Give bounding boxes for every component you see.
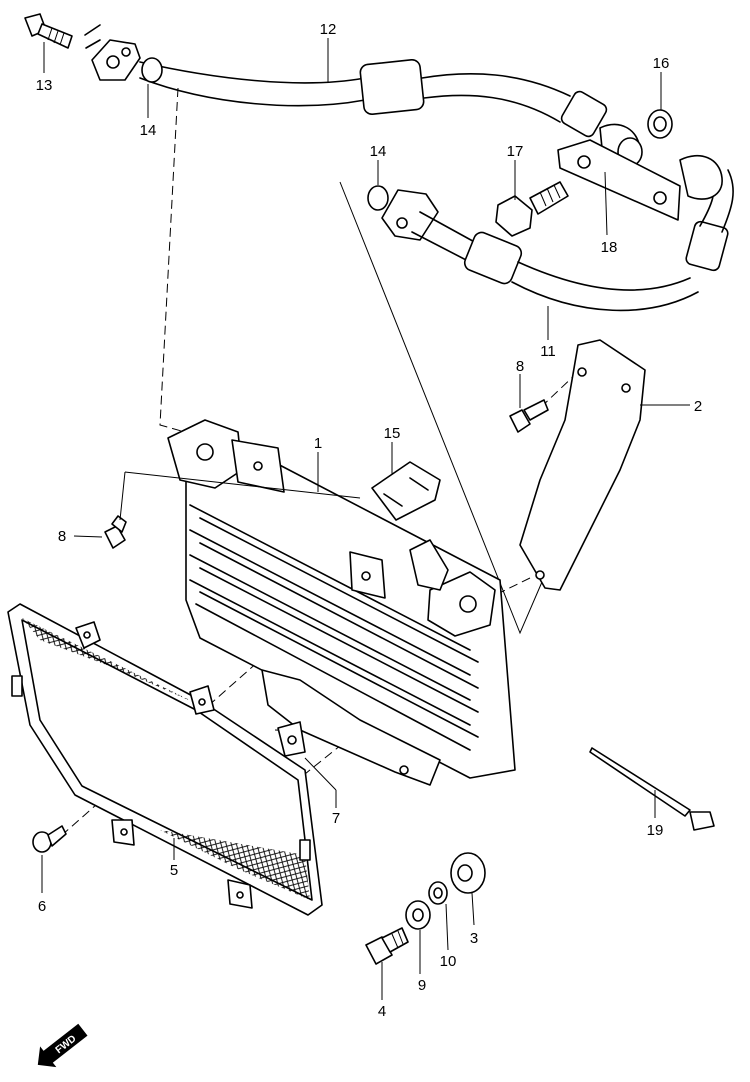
part-16-washer[interactable] <box>647 109 673 139</box>
part-8-bolt-lower[interactable] <box>104 515 127 549</box>
callout-13: 13 <box>36 77 53 94</box>
callout-15: 15 <box>384 425 401 442</box>
callout-14-upper: 14 <box>140 122 157 139</box>
callout-14-lower: 14 <box>370 143 387 160</box>
part-13-bolt[interactable] <box>24 13 73 49</box>
part-5-screen[interactable] <box>7 603 323 916</box>
callout-19: 19 <box>647 822 664 839</box>
part-10-collar[interactable] <box>428 881 448 905</box>
part-1-oil-cooler[interactable] <box>167 419 516 786</box>
part-9-washer[interactable] <box>405 900 431 930</box>
callout-12: 12 <box>320 21 337 38</box>
part-4-bolt[interactable] <box>365 927 409 965</box>
part-6-screw[interactable] <box>32 825 67 853</box>
part-14-o-ring-lower[interactable] <box>367 185 389 211</box>
part-11-oil-hose[interactable] <box>381 154 734 312</box>
callout-8-lower: 8 <box>58 528 66 545</box>
part-17-bolt[interactable] <box>495 181 569 237</box>
callout-11: 11 <box>540 343 556 360</box>
fwd-arrow-icon: FWD <box>37 1023 88 1068</box>
leader-lines <box>41 38 690 1000</box>
callout-2: 2 <box>694 398 702 415</box>
callout-8-upper: 8 <box>516 358 524 375</box>
callout-16: 16 <box>653 55 670 72</box>
hose-assembly-outline <box>339 181 546 635</box>
callout-5: 5 <box>170 862 178 879</box>
callout-4: 4 <box>378 1003 386 1020</box>
part-8-bolt-upper[interactable] <box>509 399 549 433</box>
part-15-clip[interactable] <box>371 461 441 521</box>
callout-10: 10 <box>440 953 457 970</box>
part-3-grommet[interactable] <box>450 852 486 894</box>
callout-3: 3 <box>470 930 478 947</box>
part-7-bracket[interactable] <box>277 721 306 757</box>
part-19-cable-tie[interactable] <box>589 747 715 831</box>
callout-6: 6 <box>38 898 46 915</box>
part-18-bracket[interactable] <box>557 139 681 221</box>
part-14-o-ring-upper[interactable] <box>141 57 163 83</box>
part-2-bracket[interactable] <box>519 339 646 591</box>
callout-9: 9 <box>418 977 426 994</box>
callout-18: 18 <box>601 239 618 256</box>
callout-labels: 13 14 12 14 17 16 18 11 8 2 1 15 8 7 19 … <box>36 21 703 1020</box>
callout-17: 17 <box>507 143 524 160</box>
callout-1: 1 <box>314 435 322 452</box>
callout-7: 7 <box>332 810 340 827</box>
